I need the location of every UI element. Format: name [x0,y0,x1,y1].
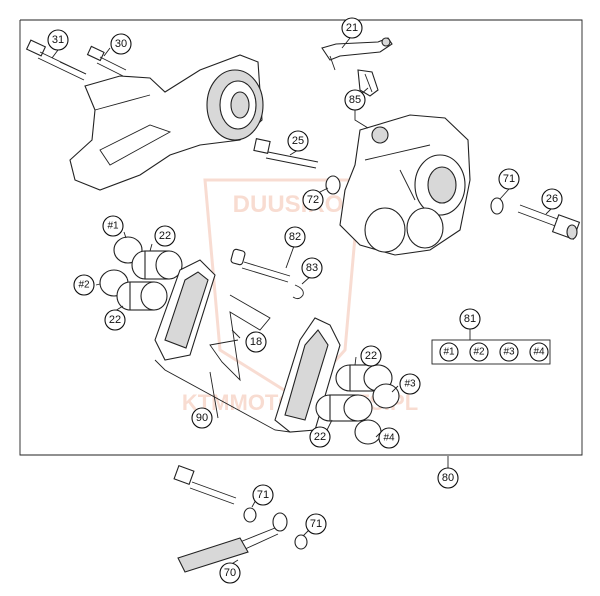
washer-72 [325,175,341,195]
callout-seal-1-left: #1 [102,215,124,237]
callout-22-upper-left: 22 [154,225,176,247]
svg-text:70: 70 [224,567,236,579]
callout-82: 82 [284,226,306,248]
piston-22-lower-right [315,394,373,422]
washer-71-banjo-upper [243,507,257,523]
svg-text:#1: #1 [443,347,455,358]
bolt-31 [25,39,87,81]
svg-text:#4: #4 [533,347,545,358]
callout-seal-3-right: #3 [399,373,421,395]
kit-item-2: #2 [469,342,489,362]
bolt-30 [86,45,127,77]
brake-hose-70 [177,512,288,573]
svg-text:83: 83 [306,262,318,274]
retaining-clip-83 [292,284,304,300]
svg-text:26: 26 [546,193,558,205]
svg-text:71: 71 [310,518,322,530]
banjo-bolt [173,464,237,505]
callout-21: 21 [341,17,363,39]
callout-81: 81 [459,308,481,330]
svg-text:#1: #1 [107,221,119,232]
kit-item-4: #4 [529,342,549,362]
anti-rattle-spring-18 [209,294,271,382]
svg-text:22: 22 [159,230,171,242]
callout-18: 18 [245,331,267,353]
svg-text:#3: #3 [503,347,515,358]
assembly-frame [19,19,583,456]
callout-80: 80 [437,467,459,489]
bleed-valve-21 [321,37,393,71]
svg-text:71: 71 [503,173,515,185]
callout-70: 70 [219,562,241,584]
svg-text:#3: #3 [404,379,416,390]
svg-text:21: 21 [346,22,358,34]
svg-text:22: 22 [314,431,326,443]
svg-text:22: 22 [109,314,121,326]
caliper-carrier-bracket [69,54,264,191]
svg-text:#4: #4 [383,433,395,444]
washer-71-banjo-lower [294,534,308,550]
callout-seal-2-left: #2 [73,274,95,296]
caliper-body [339,114,471,256]
svg-text:80: 80 [442,472,454,484]
callout-85: 85 [344,89,366,111]
callout-22-lower-right: 22 [309,426,331,448]
svg-text:30: 30 [115,38,127,50]
callout-71-caliper: 71 [498,168,520,190]
svg-text:72: 72 [307,194,319,206]
svg-text:#2: #2 [78,280,90,291]
callout-71-banjo-lower: 71 [305,513,327,535]
svg-text:31: 31 [52,34,64,46]
bleed-screw-85 [357,69,379,97]
callout-31: 31 [47,29,69,51]
piston-22-lower-left [116,281,168,311]
svg-text:90: 90 [196,412,208,424]
svg-text:#2: #2 [473,347,485,358]
callout-90: 90 [191,407,213,429]
washer-71-caliper [490,197,504,215]
piston-22-upper-left [131,250,183,280]
callout-71-banjo-upper: 71 [252,484,274,506]
brake-pads-90 [154,259,341,433]
bolt-26 [517,204,581,240]
svg-text:18: 18 [250,336,262,348]
svg-text:82: 82 [289,231,301,243]
svg-text:71: 71 [257,489,269,501]
callout-72: 72 [302,189,324,211]
callout-22-lower-left: 22 [104,309,126,331]
watermark-top-text: DUUSIRO [233,191,344,218]
pad-pin-82 [230,248,291,283]
svg-text:22: 22 [365,350,377,362]
seal-3-right [372,383,400,409]
seal-kit-81-box [431,339,551,365]
seal-4-right [354,419,382,445]
callout-26: 26 [541,188,563,210]
callout-seal-4-right: #4 [378,427,400,449]
kit-item-3: #3 [499,342,519,362]
kit-item-1: #1 [439,342,459,362]
bolt-25 [253,138,319,169]
svg-text:81: 81 [464,313,476,325]
callout-22-upper-right: 22 [360,345,382,367]
svg-text:85: 85 [349,94,361,106]
callout-25: 25 [287,130,309,152]
svg-text:25: 25 [292,135,304,147]
callout-83: 83 [301,257,323,279]
callout-30: 30 [110,33,132,55]
